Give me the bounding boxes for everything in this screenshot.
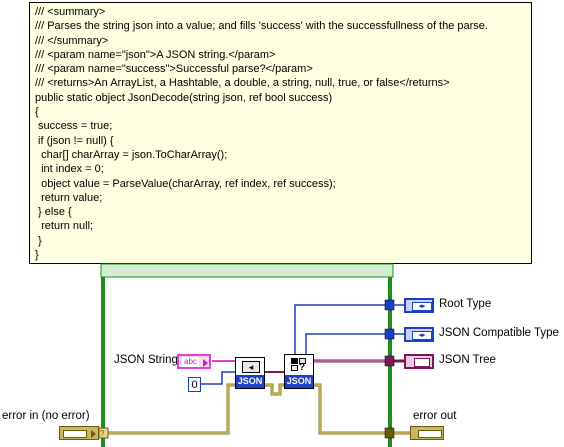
- parse-value-vi[interactable]: ? JSON: [284, 354, 314, 389]
- code-line: /// Parses the string json into a value;…: [35, 20, 488, 33]
- enum-icon: ◂▸: [412, 302, 432, 311]
- json-tree-label: JSON Tree: [439, 354, 496, 366]
- tunnel-compatible-type[interactable]: [384, 328, 395, 340]
- svg-text:?: ?: [100, 429, 105, 438]
- json-compatible-type-indicator[interactable]: ◂▸: [404, 327, 434, 342]
- index-wire[interactable]: [201, 371, 236, 385]
- parse-grid-icon: ?: [291, 358, 307, 373]
- structure-frame: [100, 263, 394, 447]
- code-line: }: [35, 249, 39, 262]
- triangle-arrow-icon: [203, 359, 208, 367]
- error-chain-wire[interactable]: [264, 383, 285, 396]
- code-line: if (json != null) {: [35, 134, 114, 147]
- index-constant[interactable]: 0: [188, 377, 201, 392]
- error-cluster-icon: [63, 430, 87, 438]
- question-glyph: ?: [299, 362, 306, 373]
- code-line: /// <summary>: [35, 6, 106, 18]
- root-type-indicator[interactable]: ◂▸: [404, 298, 434, 313]
- code-line: }: [35, 234, 42, 247]
- triangle-arrow-icon: [91, 430, 96, 438]
- error-out-indicator[interactable]: [410, 426, 444, 440]
- code-line: success = true;: [35, 120, 113, 133]
- code-line: char[] charArray = json.ToCharArray();: [35, 148, 228, 161]
- abc-icon: abc: [182, 357, 199, 367]
- tunnel-error-out[interactable]: [384, 427, 395, 439]
- vi-caption-2: JSON: [285, 375, 313, 388]
- vi-caption-1: JSON: [236, 375, 264, 388]
- root-type-label: Root Type: [439, 298, 492, 310]
- code-line: /// </summary>: [35, 34, 109, 47]
- error-cluster-icon: [418, 430, 442, 438]
- tunnel-error-in[interactable]: [98, 427, 109, 439]
- code-comment-note: /// <summary> /// Parses the string json …: [29, 2, 532, 264]
- error-in-wire[interactable]: [98, 383, 236, 435]
- code-line: /// <returns>An ArrayList, a Hashtable, …: [35, 77, 450, 90]
- compatible-type-wire[interactable]: [305, 333, 404, 355]
- string-to-char-array-vi[interactable]: ◂ JSON: [235, 357, 265, 389]
- error-in-label: error in (no error): [2, 410, 90, 422]
- enum-icon: ◂▸: [412, 331, 432, 340]
- code-line: {: [35, 106, 39, 119]
- tunnel-json-tree[interactable]: [384, 355, 395, 367]
- tree-refnum-icon: [414, 358, 430, 367]
- code-line: } else {: [35, 206, 72, 219]
- code-line: object value = ParseValue(charArray, ref…: [35, 177, 336, 190]
- convert-icon: ◂: [242, 361, 260, 373]
- root-type-wire[interactable]: [294, 304, 404, 355]
- code-line: return null;: [35, 220, 94, 233]
- error-in-control[interactable]: [59, 426, 99, 440]
- json-string-label: JSON String: [114, 354, 178, 366]
- error-out-wire[interactable]: [314, 383, 410, 435]
- code-line: /// <param name="json">A JSON string.</p…: [35, 48, 276, 61]
- code-line: int index = 0;: [35, 163, 104, 176]
- code-line: /// <param name="success">Successful par…: [35, 63, 313, 76]
- json-string-control[interactable]: abc: [177, 354, 211, 369]
- error-out-label: error out: [413, 410, 457, 422]
- json-compatible-type-label: JSON Compatible Type: [439, 327, 559, 339]
- code-line: return value;: [35, 191, 103, 204]
- code-line: public static object JsonDecode(string j…: [35, 91, 333, 104]
- json-tree-indicator[interactable]: [404, 354, 434, 369]
- index-constant-value: 0: [191, 379, 198, 391]
- tunnel-root-type[interactable]: [384, 299, 395, 311]
